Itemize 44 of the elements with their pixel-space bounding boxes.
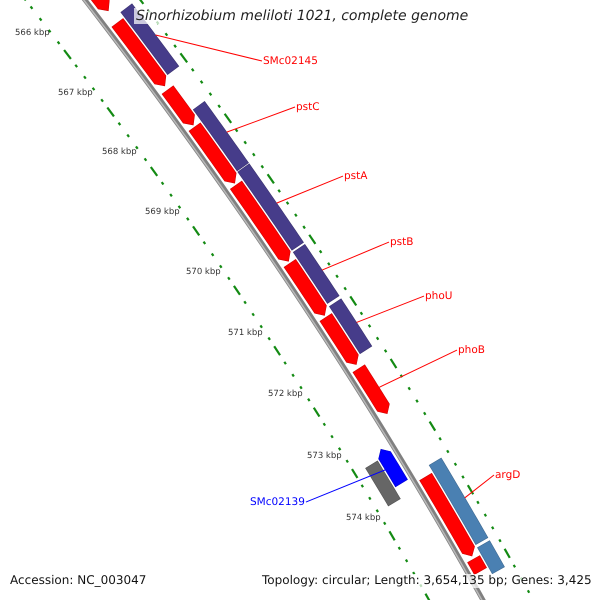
gene-label: pstC <box>296 101 320 114</box>
gene-label: phoU <box>425 290 452 302</box>
tick-label: 568 kbp <box>102 148 137 158</box>
gene-label: pstA <box>344 170 368 182</box>
leader-line <box>464 474 494 498</box>
gene-marker <box>230 180 291 262</box>
gene-marker <box>320 313 359 365</box>
tick-label: 573 kbp <box>307 452 342 462</box>
gene-bar <box>192 101 249 172</box>
gene-marker <box>284 258 327 316</box>
tick-label: 570 kbp <box>186 268 221 278</box>
tick-label: 567 kbp <box>58 89 93 99</box>
tick-label: 571 kbp <box>228 329 263 339</box>
gene-bar <box>467 555 487 575</box>
gene-marker <box>378 448 408 488</box>
gene-marker <box>419 472 475 556</box>
gene-bar <box>237 163 304 251</box>
leader-line <box>378 350 458 388</box>
gene-bar <box>428 458 488 545</box>
gene-marker <box>352 364 390 414</box>
gene-bar <box>329 298 372 354</box>
tick-label: 566 kbp <box>15 29 50 39</box>
gene-label: SMc02145 <box>263 55 318 68</box>
gene-marker <box>162 85 195 126</box>
leader-line <box>226 106 296 133</box>
leader-line <box>305 469 386 503</box>
gene-label: argD <box>495 469 520 482</box>
gene-label: pstB <box>390 236 414 248</box>
leader-line <box>276 176 344 204</box>
tick-label: 569 kbp <box>145 208 180 218</box>
leader-line <box>155 34 262 62</box>
gene-label: phoB <box>458 344 485 356</box>
gene-bar <box>477 540 505 574</box>
gene-bar <box>365 460 401 506</box>
map-title: Sinorhizobium meliloti 1021, complete genome <box>134 8 470 24</box>
tick-label: 572 kbp <box>268 390 303 400</box>
tick-label: 574 kbp <box>346 514 381 524</box>
map-info: Topology: circular; Length: 3,654,135 bp; Genes: 3,425 <box>260 574 594 588</box>
leader-line <box>356 296 424 323</box>
gene-bar <box>292 244 340 304</box>
map-info: Accession: NC_003047 <box>8 574 148 588</box>
gene-marker <box>188 122 236 184</box>
leader-line <box>322 242 390 271</box>
gene-label: SMc02139 <box>250 496 305 508</box>
